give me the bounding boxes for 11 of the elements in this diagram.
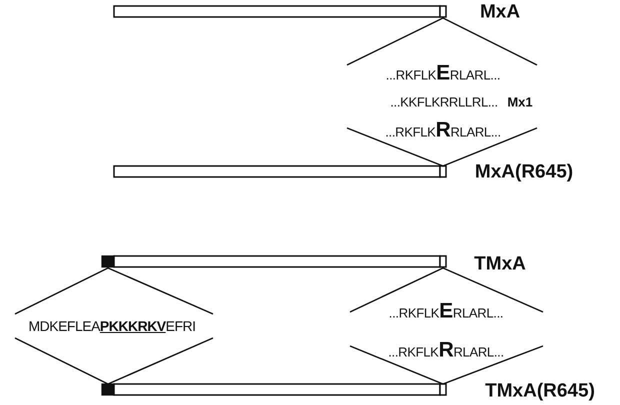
sequence-text: ...KKFLKRRLLRL... xyxy=(390,96,498,108)
protein-name: MxA(R645) xyxy=(474,162,574,182)
sequence-text: ...RKFLKRRLARL... xyxy=(385,120,501,140)
protein-name: TMxA(R645) xyxy=(485,382,595,400)
sequence-text: ...RKFLKERLARL... xyxy=(388,300,504,322)
protein-name: TMxA xyxy=(474,254,526,274)
sequence-text: MDKEFLEAPKKKRKVEFRI xyxy=(28,319,196,333)
sequence-text: ...RKFLKERLARL... xyxy=(386,62,500,84)
sequence-text: ...RKFLKRRLARL... xyxy=(388,340,504,360)
sequence-name: Mx1 xyxy=(507,96,533,108)
protein-name: MxA xyxy=(480,2,520,22)
